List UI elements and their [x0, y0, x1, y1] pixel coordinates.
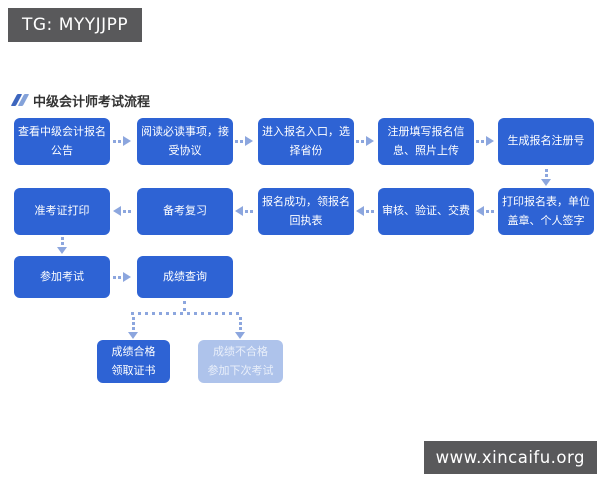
telegram-watermark-badge: TG: MYYJJPP: [8, 8, 143, 42]
flow-step-review: 备考复习: [137, 188, 233, 235]
flow-step-enter-portal: 进入报名入口，选 择省份: [258, 118, 354, 165]
flow-step-pass-certificate: 成绩合格 领取证书: [97, 340, 170, 383]
dotted-arrow-right-icon: [113, 136, 131, 146]
dotted-arrow-right-icon: [113, 272, 131, 282]
dotted-arrow-left-icon: [235, 206, 253, 216]
dotted-arrow-down-icon: [57, 237, 67, 254]
dotted-arrow-left-icon: [356, 206, 374, 216]
dotted-arrow-down-icon: [235, 317, 245, 339]
branch-horizontal-line: [131, 312, 242, 315]
dotted-arrow-down-icon: [128, 317, 138, 339]
flow-step-generate-number: 生成报名注册号: [498, 118, 594, 165]
branch-stem-line: [183, 301, 186, 312]
flow-step-register-info: 注册填写报名信 息、照片上传: [378, 118, 474, 165]
flow-step-read-notes: 阅读必读事项，接 受协议: [137, 118, 233, 165]
flow-step-take-exam: 参加考试: [14, 256, 110, 298]
dotted-arrow-left-icon: [476, 206, 494, 216]
dotted-arrow-down-icon: [541, 169, 551, 186]
flow-step-audit-pay: 审核、验证、交费: [378, 188, 474, 235]
section-title: 中级会计师考试流程: [10, 92, 151, 110]
flow-step-print-admission: 准考证打印: [14, 188, 110, 235]
flow-step-receipt: 报名成功，领报名 回执表: [258, 188, 354, 235]
flow-step-print-form: 打印报名表，单位 盖章、个人签字: [498, 188, 594, 235]
dotted-arrow-left-icon: [113, 206, 131, 216]
flow-step-fail-retake: 成绩不合格 参加下次考试: [198, 340, 283, 383]
dotted-arrow-right-icon: [235, 136, 253, 146]
flow-step-view-announcement: 查看中级会计报名 公告: [14, 118, 110, 165]
page-title: 中级会计师考试流程: [33, 94, 151, 110]
website-watermark-badge: www.xincaifu.org: [423, 441, 597, 474]
flow-step-check-score: 成绩查询: [137, 256, 233, 298]
dotted-arrow-right-icon: [356, 136, 374, 146]
dotted-arrow-right-icon: [476, 136, 494, 146]
